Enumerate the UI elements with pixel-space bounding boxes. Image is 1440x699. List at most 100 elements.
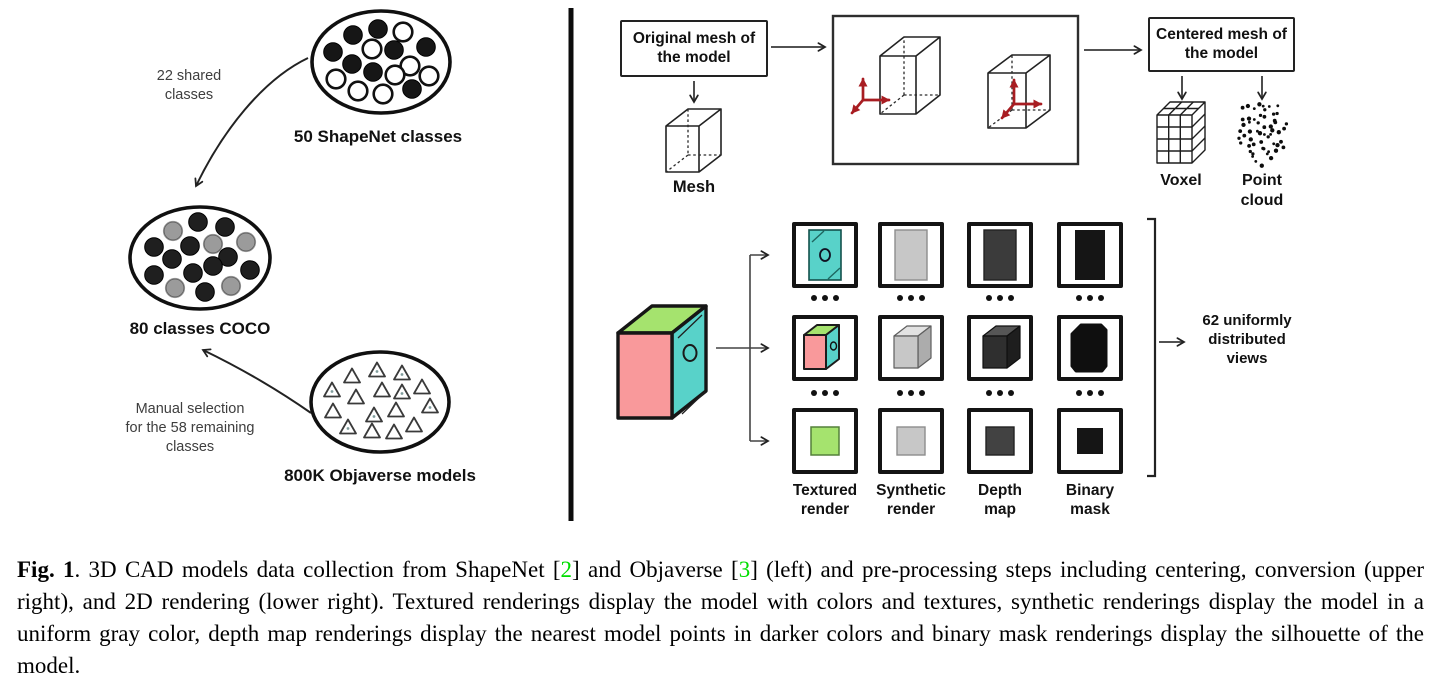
point-cloud-dot: [1275, 142, 1280, 148]
point-cloud-dot: [1259, 140, 1264, 144]
model-triangle: [405, 416, 423, 433]
render-cell-synthetic-row3: [878, 408, 944, 474]
depth-view-thumb: [982, 325, 1021, 369]
point-cloud-dot: [1247, 144, 1251, 148]
point-cloud-dot: [1251, 152, 1255, 156]
point-cloud-dot: [1241, 122, 1246, 128]
ellipsis-dots: [985, 295, 1015, 301]
objaverse-triangles: [323, 361, 439, 440]
point-cloud-dot: [1256, 129, 1259, 133]
point-cloud-dot: [1238, 129, 1243, 134]
mask-view-thumb: [1075, 230, 1105, 280]
triangle-dot: [346, 427, 350, 430]
caption-segment: Fig. 1: [17, 557, 75, 582]
point-cloud-dot: [1240, 117, 1245, 122]
voxel-label: Voxel: [1160, 172, 1202, 189]
model-triangle: [365, 406, 383, 423]
ellipsis-dots: [896, 295, 926, 301]
point-cloud-dot: [1270, 128, 1275, 133]
render-cell-mask-row3: [1057, 408, 1123, 474]
triangle-dot: [400, 373, 404, 376]
depth-view-thumb: [983, 229, 1017, 281]
class-dot: [203, 256, 223, 276]
class-dot: [325, 68, 347, 90]
views-bracket: [1147, 217, 1157, 478]
ellipsis-dots: [810, 295, 840, 301]
point-cloud-dot: [1237, 136, 1241, 140]
origin-axes-centered: [1000, 78, 1043, 120]
class-dot: [343, 25, 363, 45]
mask-view-thumb: [1077, 428, 1103, 454]
figure-caption: Fig. 1. 3D CAD models data collection fr…: [17, 554, 1424, 682]
point-cloud-dot: [1248, 120, 1251, 124]
model-triangle: [324, 402, 342, 419]
point-cloud-dot: [1254, 160, 1258, 163]
point-cloud-dot: [1263, 108, 1267, 112]
model-triangle: [373, 381, 391, 398]
ellipsis-dots: [810, 390, 840, 396]
class-dot: [416, 37, 436, 57]
mask-view-thumb: [1070, 323, 1108, 373]
render-cell-textured-row1: [792, 222, 858, 288]
citation-link[interactable]: 3: [738, 557, 751, 582]
point-cloud-dot: [1246, 116, 1252, 121]
render-cell-mask-row1: [1057, 222, 1123, 288]
point-cloud-dot: [1272, 142, 1276, 146]
figure-artwork: [128, 8, 1289, 521]
model-triangle: [393, 383, 411, 400]
class-dot: [384, 64, 406, 86]
point-cloud-dot: [1267, 105, 1271, 108]
class-dot: [195, 282, 215, 302]
triangle-dot: [428, 406, 432, 409]
centered-cuboid: [987, 54, 1051, 129]
class-dot: [220, 275, 242, 297]
textured-view-thumb: [803, 324, 840, 370]
model-triangle: [343, 367, 361, 384]
rendering-flow: [616, 217, 1186, 478]
citation-link[interactable]: 2: [560, 557, 573, 582]
mesh-cube: [665, 108, 722, 173]
class-dot: [342, 54, 362, 74]
point-cloud-dot: [1273, 148, 1279, 153]
triangle-dot: [330, 390, 334, 393]
point-cloud-dot: [1275, 111, 1279, 116]
coco-label: 80 classes COCO: [129, 319, 271, 338]
shapenet-label: 50 ShapeNet classes: [293, 127, 463, 146]
point-cloud-dot: [1262, 147, 1266, 151]
class-dot: [144, 265, 164, 285]
point-cloud-dot: [1265, 152, 1269, 156]
point-cloud-dot: [1259, 163, 1264, 168]
class-dot: [372, 83, 394, 105]
point-cloud-dot: [1240, 105, 1245, 110]
point-cloud-dot: [1267, 150, 1270, 154]
point-cloud-dot: [1263, 133, 1266, 136]
render-cell-mask-row2: [1057, 315, 1123, 381]
point-cloud-dot: [1242, 133, 1247, 138]
point-cloud-dot: [1268, 124, 1273, 129]
render-cell-synthetic-row2: [878, 315, 944, 381]
point-cloud-dot: [1262, 114, 1267, 119]
class-dot: [218, 247, 238, 267]
point-cloud: [1237, 102, 1289, 168]
centering-flow: [665, 14, 1289, 173]
model-triangle: [339, 418, 357, 435]
textured-view-thumb: [808, 229, 842, 281]
class-dot: [347, 80, 369, 102]
point-cloud-dot: [1262, 125, 1267, 130]
point-cloud-dot: [1252, 118, 1256, 121]
uncentered-cuboid-hidden-edges: [879, 37, 940, 115]
point-cloud-dot: [1248, 149, 1252, 154]
point-cloud-dot: [1268, 155, 1274, 161]
ellipsis-dots: [896, 390, 926, 396]
textured-view-thumb: [810, 426, 840, 456]
